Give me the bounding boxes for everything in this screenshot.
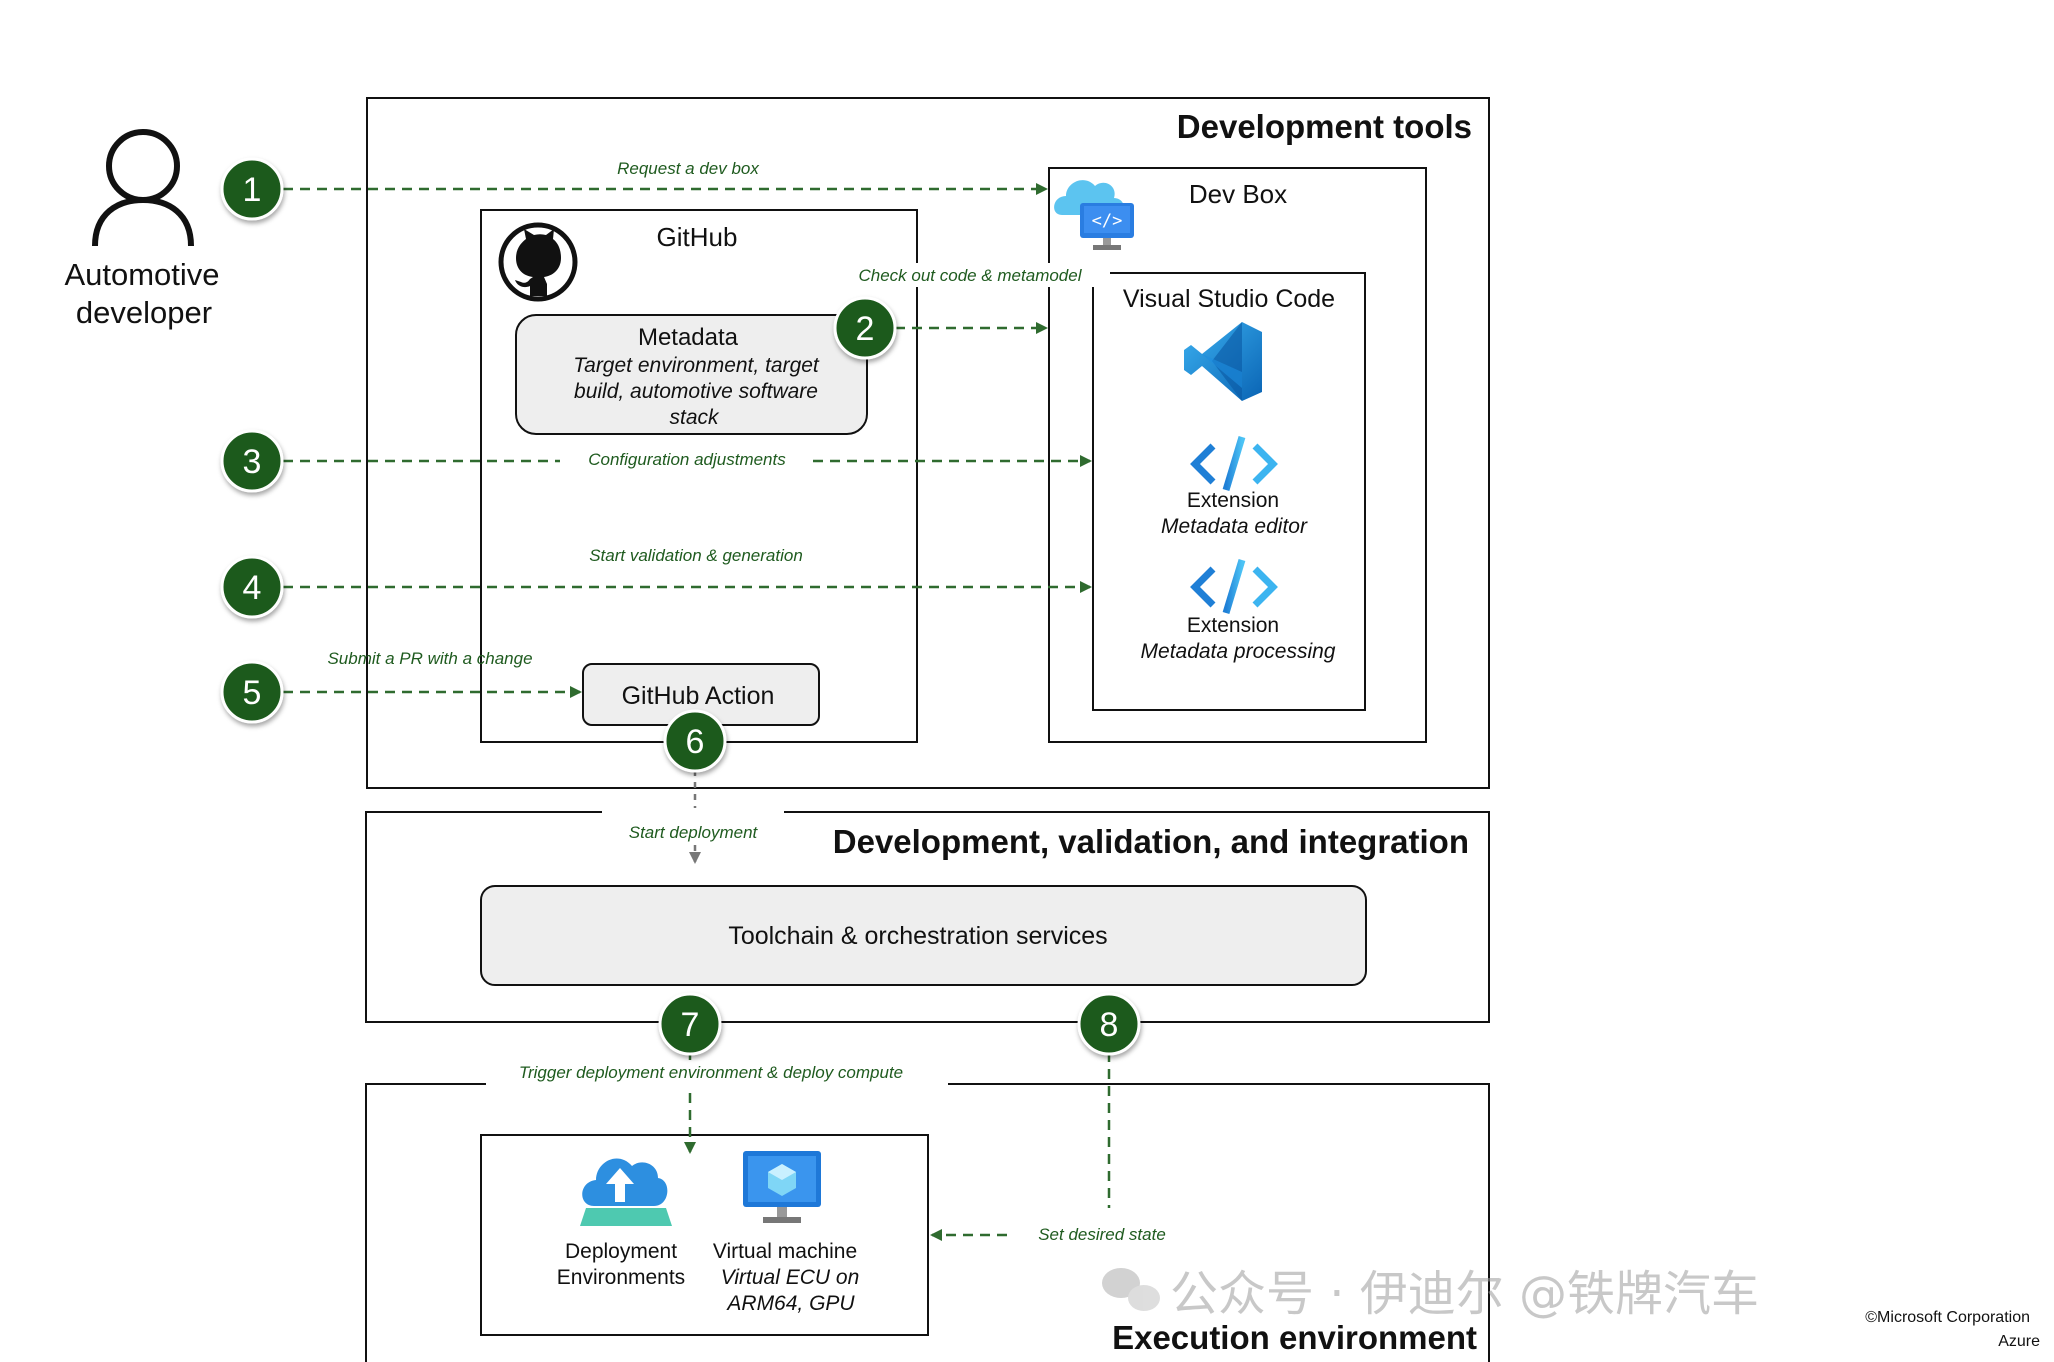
cloud-upload-icon xyxy=(580,1158,672,1226)
svg-text:3: 3 xyxy=(243,443,262,481)
deployment-line-1: Deployment xyxy=(565,1240,677,1263)
step-3-badge: 3 xyxy=(220,429,284,493)
step-6-label: Start deployment xyxy=(629,823,759,842)
code-brackets-icon xyxy=(1190,558,1278,615)
toolchain-box: Toolchain & orchestration services xyxy=(480,885,1367,986)
step-2-label: Check out code & metamodel xyxy=(858,266,1082,285)
svg-text:6: 6 xyxy=(686,723,705,761)
dev-box: Dev Box </> Visual Studio Code xyxy=(1048,167,1427,743)
vm-line-2: Virtual ECU on xyxy=(721,1266,860,1289)
step-5-badge: 5 xyxy=(220,660,284,724)
dev-box-title: Dev Box xyxy=(1189,179,1287,209)
section-title-exec: Execution environment xyxy=(1112,1319,1477,1356)
cloud-devbox-icon: </> xyxy=(1054,180,1134,250)
section-execution-environment: Execution environment Deployment Environ… xyxy=(365,1078,1490,1362)
svg-text:1: 1 xyxy=(243,171,262,209)
metadata-line-3: stack xyxy=(669,406,720,429)
person-icon xyxy=(92,129,194,247)
step-1-label: Request a dev box xyxy=(617,159,759,178)
github-action-label: GitHub Action xyxy=(622,682,775,710)
extension-2-title: Extension xyxy=(1187,614,1279,637)
section-title-dev-tools: Development tools xyxy=(1177,108,1472,145)
watermark: 公众号 · 伊迪尔 @铁牌汽车 ©Microsoft Corporation A… xyxy=(1102,1266,2040,1350)
exec-inner-box: Deployment Environments Virtual machine … xyxy=(480,1134,929,1336)
step-circles: 1 2 3 4 5 6 7 8 xyxy=(220,157,1141,1056)
step-8-label: Set desired state xyxy=(1038,1225,1166,1244)
metadata-title: Metadata xyxy=(638,324,739,351)
extension-metadata-processing: Extension Metadata processing xyxy=(1141,558,1336,663)
deployment-line-2: Environments xyxy=(557,1266,685,1289)
virtual-machine-icon xyxy=(743,1151,821,1223)
vscode-title: Visual Studio Code xyxy=(1123,285,1335,313)
extension-1-title: Extension xyxy=(1187,489,1279,512)
step-8-badge: 8 xyxy=(1077,992,1141,1056)
arrow-labels: Request a dev box Check out code & metam… xyxy=(327,159,1165,1244)
svg-text:8: 8 xyxy=(1100,1006,1119,1044)
metadata-box: Metadata Target environment, target buil… xyxy=(515,314,868,435)
extension-1-subtitle: Metadata editor xyxy=(1161,515,1308,538)
step-5-label: Submit a PR with a change xyxy=(327,649,532,668)
actor-line-1: Automotive xyxy=(64,257,219,292)
svg-text:5: 5 xyxy=(243,674,262,712)
credit-line-1: ©Microsoft Corporation xyxy=(1865,1309,2030,1326)
extension-2-subtitle: Metadata processing xyxy=(1141,640,1336,663)
arrows xyxy=(283,183,1111,1241)
step-3-label: Configuration adjustments xyxy=(588,450,786,469)
vscode-icon xyxy=(1184,322,1262,401)
toolchain-label: Toolchain & orchestration services xyxy=(728,922,1107,950)
svg-text:4: 4 xyxy=(243,569,262,607)
svg-text:2: 2 xyxy=(856,310,875,348)
wechat-icon xyxy=(1102,1268,1160,1311)
watermark-text: 公众号 · 伊迪尔 @铁牌汽车 xyxy=(1170,1266,1759,1322)
credit-line-2: Azure xyxy=(1998,1333,2040,1350)
vm-line-3: ARM64, GPU xyxy=(725,1292,855,1315)
step-7-badge: 7 xyxy=(658,992,722,1056)
github-icon xyxy=(498,222,578,302)
metadata-line-1: Target environment, target xyxy=(573,354,820,377)
github-title: GitHub xyxy=(657,222,738,252)
vm-line-1: Virtual machine xyxy=(713,1240,857,1263)
step-1-badge: 1 xyxy=(220,157,284,221)
step-7-label: Trigger deployment environment & deploy … xyxy=(519,1063,903,1082)
vscode-box: Visual Studio Code Extension Metadata ed… xyxy=(1092,272,1366,711)
actor-line-2: developer xyxy=(76,295,212,330)
step-2-badge: 2 xyxy=(833,296,897,360)
section-development-tools: Development tools xyxy=(366,97,1490,789)
step-4-label: Start validation & generation xyxy=(589,546,803,565)
svg-text:</>: </> xyxy=(1092,211,1123,231)
automotive-developer: Automotive developer xyxy=(64,129,220,330)
svg-text:7: 7 xyxy=(681,1006,700,1044)
step-6-badge: 6 xyxy=(663,709,727,773)
metadata-line-2: build, automotive software xyxy=(574,380,818,403)
section-dvi: Development, validation, and integration… xyxy=(365,806,1490,1023)
step-4-badge: 4 xyxy=(220,555,284,619)
extension-metadata-editor: Extension Metadata editor xyxy=(1161,435,1308,538)
section-title-dvi: Development, validation, and integration xyxy=(833,823,1469,860)
github-box: GitHub Metadata Target environment, targ… xyxy=(480,209,918,743)
code-brackets-icon xyxy=(1190,435,1278,492)
